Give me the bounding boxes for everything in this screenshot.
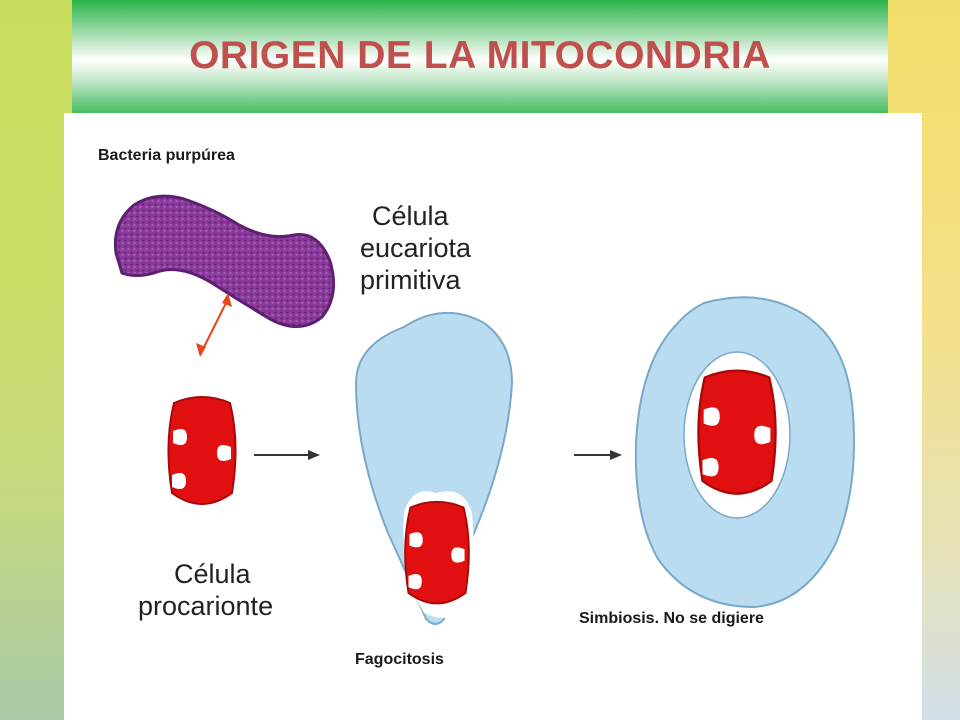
step-arrow-2 xyxy=(574,450,622,460)
eukaryote-label-line3: primitiva xyxy=(360,265,461,295)
eukaryote-label-line2: eucariota xyxy=(360,233,472,263)
slide-title: ORIGEN DE LA MITOCONDRIA xyxy=(189,34,771,77)
figure-panel: Célula eucariota primitiva Célula procar… xyxy=(64,113,922,720)
eukaryote-label-line1: Célula xyxy=(372,201,450,231)
step-arrow-1 xyxy=(254,450,320,460)
purple-bacterium-image xyxy=(113,194,336,328)
prokaryote-cell xyxy=(167,396,237,505)
mitochondria-origin-diagram: Célula eucariota primitiva Célula procar… xyxy=(113,194,855,625)
pointer-arrow xyxy=(196,293,232,357)
symbiosis-cell xyxy=(634,296,855,609)
simbiosis-label: Simbiosis. No se digiere xyxy=(579,610,764,627)
title-banner xyxy=(72,0,888,120)
bacteria-label: Bacteria purpúrea xyxy=(98,147,235,164)
fagocitosis-label: Fagocitosis xyxy=(355,651,444,668)
phagocytosis-cell xyxy=(354,312,514,625)
prokaryote-label-line2: procarionte xyxy=(138,591,273,621)
prokaryote-label-line1: Célula xyxy=(174,559,252,589)
